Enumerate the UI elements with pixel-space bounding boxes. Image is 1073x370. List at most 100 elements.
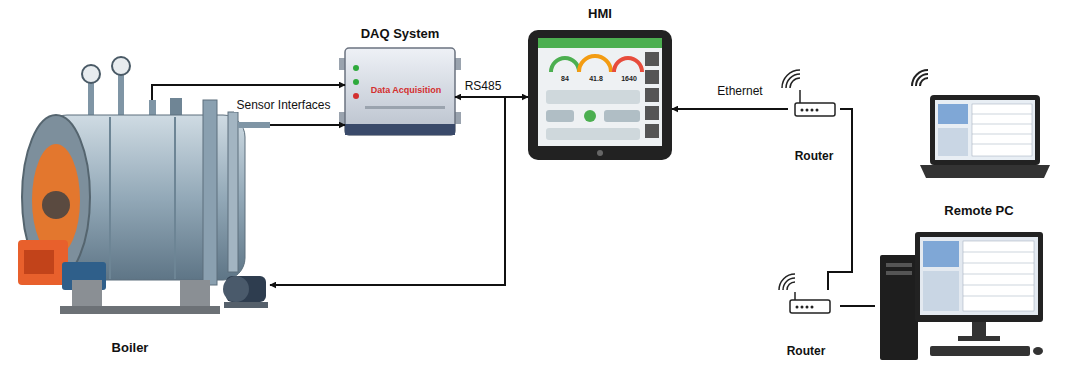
hmi-tablet	[528, 30, 672, 160]
hmi-tablet-part	[546, 90, 640, 104]
desktop-pc-icon-part	[1033, 347, 1043, 355]
connector	[270, 124, 345, 126]
boiler-illustration-part	[223, 276, 249, 302]
boiler-illustration-part	[118, 74, 124, 116]
router-icon-part	[779, 274, 795, 290]
edge-label: Sensor Interfaces	[234, 98, 332, 112]
hmi-tablet-part	[604, 110, 640, 122]
hmi-tablet-part	[579, 56, 611, 72]
router-icon-part	[782, 70, 800, 88]
boiler-illustration-part	[112, 57, 130, 75]
laptop-icon-part	[938, 128, 968, 156]
connector	[672, 108, 788, 110]
node-heading: Router	[774, 344, 838, 358]
boiler-illustration	[18, 57, 270, 314]
boiler-illustration-part	[238, 122, 270, 128]
router-icon-part	[806, 109, 809, 112]
daq-module-part	[353, 93, 359, 99]
boiler-illustration-part	[170, 98, 182, 116]
desktop-pc-icon-part	[972, 322, 986, 338]
router-icon-part	[801, 109, 804, 112]
desktop-pc-icon	[880, 232, 1043, 360]
router-icon-part	[811, 109, 814, 112]
hmi-tablet-part	[546, 110, 574, 122]
laptop-icon-part	[972, 114, 1032, 115]
desktop-pc-icon-part	[963, 296, 1034, 297]
desktop-pc-icon-part	[963, 263, 1034, 264]
boiler-illustration-part	[228, 112, 238, 272]
laptop-icon-part	[935, 100, 1035, 160]
node-heading: DAQ System	[335, 26, 465, 42]
laptop-icon-part	[972, 134, 1032, 135]
node-heading: HMI	[528, 6, 672, 22]
router-icon-part	[794, 292, 796, 300]
desktop-pc-icon-part	[930, 346, 1030, 356]
hmi-tablet-part	[645, 52, 659, 66]
boiler-illustration-part	[60, 306, 220, 314]
router-icon-part	[806, 306, 809, 309]
boiler-illustration-part	[82, 65, 100, 83]
boiler-illustration-part	[42, 191, 70, 219]
daq-module-part	[345, 48, 455, 135]
router-icon	[782, 70, 835, 116]
gauge-readout: 1640	[614, 75, 644, 83]
hmi-tablet-part	[584, 110, 596, 122]
boiler-illustration-part	[180, 280, 210, 310]
boiler-node: Boiler	[15, 100, 270, 330]
edge-label: RS485	[463, 79, 504, 93]
laptop-icon-part	[972, 104, 1032, 156]
boiler-illustration-part	[224, 302, 268, 308]
hmi-tablet-part	[645, 70, 659, 84]
router-icon-part	[796, 306, 799, 309]
desktop-pc-icon-part	[915, 232, 1043, 322]
hmi-tablet-part	[528, 30, 672, 160]
node-heading: Remote PC	[913, 203, 1045, 219]
desktop-pc-icon-part	[963, 241, 1034, 311]
node-heading: Router	[782, 149, 846, 163]
router-icon-part	[811, 306, 814, 309]
boiler-illustration-part	[88, 80, 94, 116]
daq-module-part	[353, 65, 359, 71]
hmi-tablet-part	[645, 106, 659, 120]
device-label: Data Acquisition	[361, 85, 451, 96]
hmi-tablet-part	[538, 38, 662, 146]
router-node: Router	[788, 95, 840, 167]
boiler-illustration-part	[109, 117, 111, 279]
hmi-tablet-part	[614, 58, 642, 72]
boiler-illustration-part	[203, 100, 217, 285]
hmi-tablet-part	[645, 124, 659, 138]
laptop-icon-part	[938, 104, 968, 124]
boiler-illustration-part	[72, 280, 102, 310]
connector	[270, 97, 528, 285]
router-icon-part	[790, 300, 830, 313]
desktop-pc-icon-part	[923, 271, 959, 311]
laptop-icon-part	[972, 124, 1032, 125]
daq-module-part	[345, 124, 455, 135]
desktop-pc-icon-part	[958, 336, 1000, 341]
router-icon-part	[795, 103, 835, 116]
desktop-pc-icon-part	[963, 252, 1034, 253]
desktop-pc-icon-part	[923, 241, 959, 267]
router-icon-part	[801, 306, 804, 309]
boiler-illustration-part	[24, 250, 54, 274]
laptop-icon-part	[972, 144, 1032, 145]
laptop-icon	[912, 70, 1050, 178]
desktop-pc-icon-part	[886, 271, 912, 275]
laptop-icon-part	[920, 165, 1050, 178]
connector	[840, 305, 875, 307]
router-icon-part	[799, 90, 801, 103]
connector	[828, 109, 852, 290]
remote-pc-node: Remote PC	[875, 203, 1045, 365]
gauge-readout: 84	[551, 75, 579, 83]
hmi-tablet-part	[645, 88, 659, 102]
router-node: Router	[778, 290, 840, 362]
daq-module-part	[365, 106, 445, 109]
hmi-tablet-part	[546, 128, 640, 140]
router-icon-part	[816, 109, 819, 112]
router-icon	[779, 274, 830, 313]
daq-module-part	[353, 79, 359, 85]
hmi-tablet-part	[597, 150, 603, 156]
